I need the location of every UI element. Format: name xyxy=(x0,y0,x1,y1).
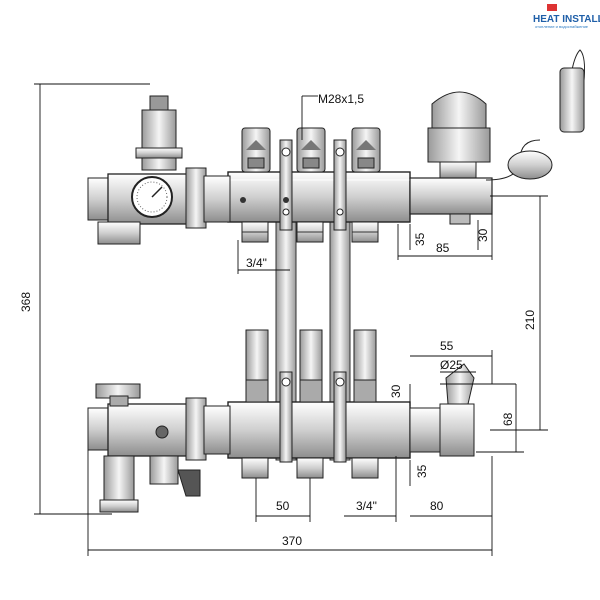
valve-cap-3 xyxy=(351,127,381,173)
dim-thread: M28x1,5 xyxy=(318,92,364,106)
top-left-assembly xyxy=(87,95,231,245)
dim-height-68: 68 xyxy=(501,412,515,426)
dim-diameter: Ø25 xyxy=(440,358,463,372)
temperature-sensor xyxy=(507,150,553,180)
bottom-manifold xyxy=(227,329,411,479)
dim-spacing-top-35: 35 xyxy=(413,232,427,246)
dim-spacing-bottom-35: 35 xyxy=(415,464,429,478)
dim-offset-85: 85 xyxy=(436,241,450,255)
brand-logo: HEAT INSTALL отопление и водоснабжение xyxy=(533,4,600,29)
dim-overall-width: 370 xyxy=(282,534,302,548)
valve-cap-1 xyxy=(241,127,271,173)
dim-inlet-top: 3/4" xyxy=(246,256,267,270)
valve-cap-2 xyxy=(296,127,326,173)
bottom-left-assembly xyxy=(87,383,231,513)
dim-spacing-top-30: 30 xyxy=(476,228,490,242)
dim-outlet-bottom: 3/4" xyxy=(356,499,377,513)
logo-house-icon xyxy=(547,4,557,11)
top-manifold xyxy=(227,127,411,243)
thermostatic-head xyxy=(409,49,586,225)
dim-pitch-50: 50 xyxy=(276,499,290,513)
dim-center-210: 210 xyxy=(523,310,537,330)
logo-brand-text: HEAT INSTALL xyxy=(533,14,600,25)
bottom-right-assembly xyxy=(409,363,475,457)
dim-offset-80: 80 xyxy=(430,499,444,513)
sensor-capillary-bulb xyxy=(559,67,585,133)
dimension-lines xyxy=(34,83,548,556)
dim-height-30: 30 xyxy=(389,384,403,398)
dim-offset-55: 55 xyxy=(440,339,454,353)
dim-overall-height: 368 xyxy=(19,292,33,312)
logo-tagline: отопление и водоснабжение xyxy=(535,24,589,29)
